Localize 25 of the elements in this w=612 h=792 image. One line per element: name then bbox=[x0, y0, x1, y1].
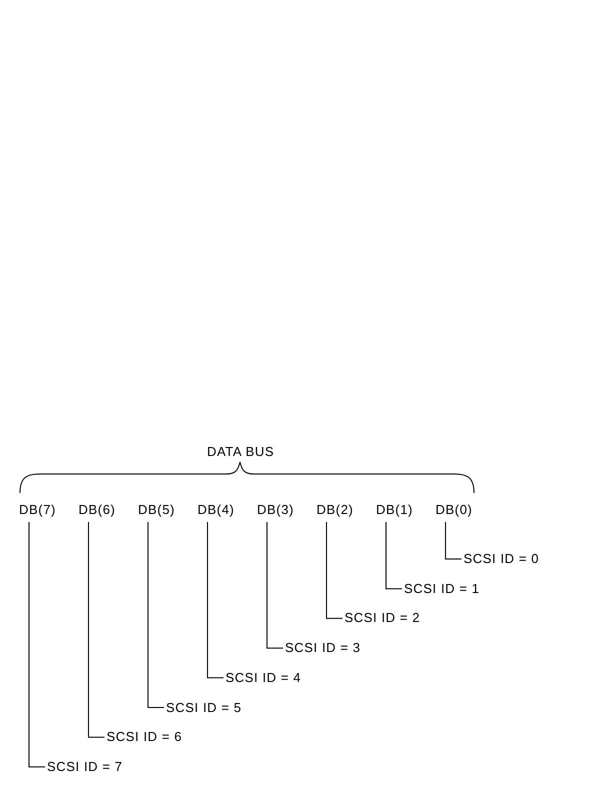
leader-line bbox=[207, 522, 224, 678]
data-line-label: DB(4) bbox=[198, 502, 234, 518]
scsi-id-label: SCSI ID = 2 bbox=[344, 610, 420, 626]
data-line-label: DB(5) bbox=[138, 502, 175, 518]
scsi-id-label: SCSI ID = 1 bbox=[404, 580, 480, 597]
leader-line bbox=[88, 522, 105, 738]
scsi-id-label: SCSI ID = 4 bbox=[226, 670, 302, 686]
scsi-id-label: SCSI ID = 5 bbox=[166, 700, 242, 716]
leader-line bbox=[445, 522, 462, 560]
leader-line bbox=[148, 522, 164, 708]
leader-line bbox=[28, 522, 46, 768]
bus-label: DATA BUS bbox=[207, 444, 274, 460]
data-line-label: DB(6) bbox=[78, 502, 116, 518]
scsi-id-label: SCSI ID = 3 bbox=[285, 640, 361, 656]
scsi-id-label: SCSI ID = 7 bbox=[47, 758, 123, 775]
data-line-label: DB(1) bbox=[376, 502, 413, 518]
leader-line bbox=[266, 522, 284, 649]
data-line-label: DB(0) bbox=[436, 502, 472, 518]
leader-line bbox=[386, 522, 402, 590]
scsi-id-label: SCSI ID = 6 bbox=[106, 729, 182, 746]
leader-line bbox=[326, 522, 343, 619]
scsi-id-label: SCSI ID = 0 bbox=[464, 551, 540, 567]
data-line-label: DB(2) bbox=[316, 502, 354, 518]
data-line-label: DB(3) bbox=[257, 502, 294, 518]
data-line-label: DB(7) bbox=[19, 502, 56, 518]
